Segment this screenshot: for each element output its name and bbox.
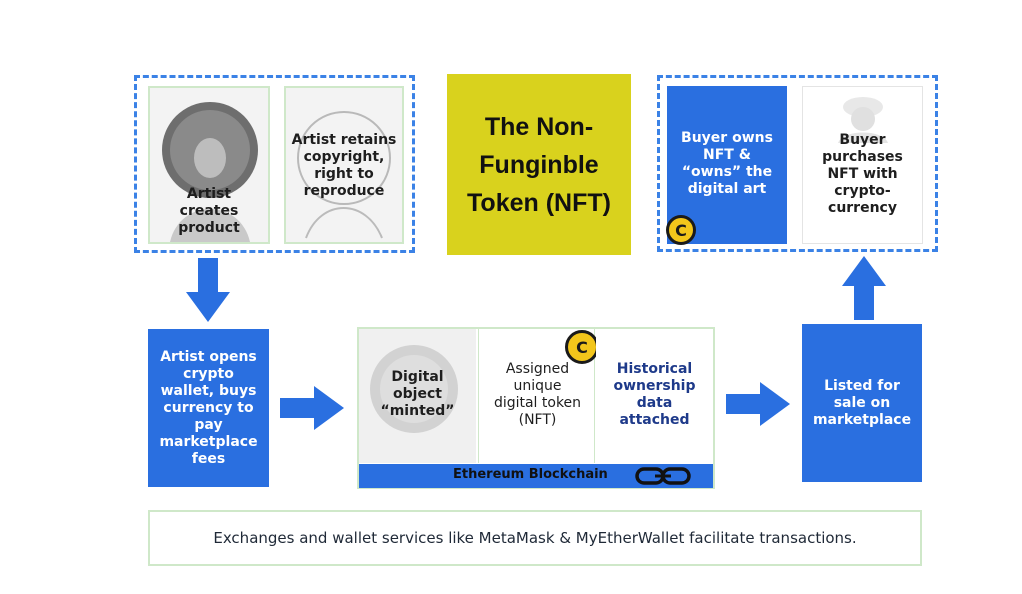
listed-box: Listed for sale on marketplace [802,324,922,482]
arrow-right-icon [726,382,790,426]
coin-icon: C [666,215,696,245]
artist-retains-label: Artist retains copyright, right to repro… [291,132,397,199]
artist-group [134,75,415,253]
footer-box: Exchanges and wallet services like MetaM… [148,510,922,566]
assigned-label: Assigned unique digital token (NFT) [493,361,582,428]
minted-label: Digital object “minted” [380,369,455,419]
listed-label: Listed for sale on marketplace [812,377,912,428]
artist-opens-label: Artist opens crypto wallet, buys currenc… [159,348,258,467]
buyer-group [657,75,938,252]
artist-retains-panel: Artist retains copyright, right to repro… [284,86,404,244]
buyer-purchases-panel: Buyer purchases NFT with crypto- currenc… [802,86,923,244]
sketch-image [297,111,391,239]
coin-icon: C [565,330,599,364]
title-box: The Non- Funginble Token (NFT) [447,74,631,255]
portrait-faded-image [370,345,458,433]
chain-link-icon [635,467,691,485]
blockchain-bar: Ethereum Blockchain [359,464,713,488]
blockchain-label: Ethereum Blockchain [453,467,608,482]
arrow-down-icon [186,258,230,322]
portrait-image [162,102,258,242]
user-silhouette-icon [838,97,888,143]
buyer-purchases-label: Buyer purchases NFT with crypto- currenc… [822,132,903,216]
minted-panel: Digital object “minted” [359,329,476,463]
artist-opens-box: Artist opens crypto wallet, buys currenc… [148,329,269,487]
historical-label: Historical ownership data attached [613,361,696,428]
page-title: The Non- Funginble Token (NFT) [467,112,611,217]
buyer-owns-label: Buyer owns NFT & “owns” the digital art [681,130,773,197]
artist-creates-label: Artist creates product [178,186,240,236]
arrow-up-icon [842,256,886,320]
arrow-right-icon [280,386,344,430]
artist-creates-panel: Artist creates product [148,86,270,244]
footer-text: Exchanges and wallet services like MetaM… [213,529,857,547]
historical-panel: Historical ownership data attached [596,329,713,463]
